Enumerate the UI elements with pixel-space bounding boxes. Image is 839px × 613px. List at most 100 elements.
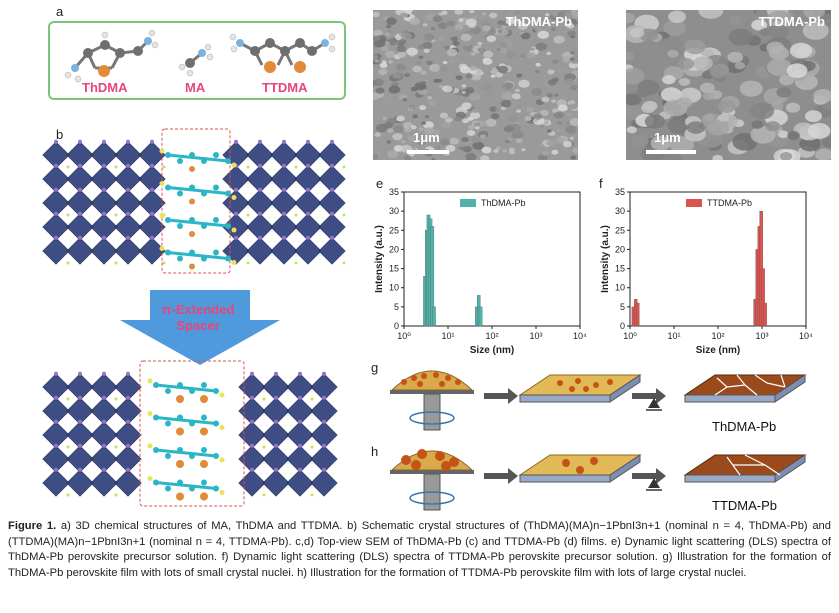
- spacer-carbon: [225, 223, 231, 229]
- sem-grain: [566, 113, 573, 117]
- spacer-carbon: [201, 223, 207, 229]
- iodide-atom: [54, 187, 58, 192]
- sem-grain: [692, 56, 713, 71]
- nucleus: [411, 460, 421, 470]
- sem-grain: [802, 21, 829, 40]
- spacer-carbon: [153, 382, 159, 388]
- spacer-chain: [155, 481, 217, 490]
- sem-grain: [541, 96, 550, 103]
- spacer-carbon: [201, 255, 207, 262]
- ma-cation: [162, 165, 166, 169]
- sem-grain: [644, 114, 666, 129]
- octahedron: [310, 469, 338, 497]
- sem-grain: [734, 61, 746, 70]
- dls-bar: [635, 302, 640, 327]
- sem-grain: [373, 93, 380, 101]
- spacer-end: [219, 457, 225, 463]
- iodide-atom: [306, 139, 310, 144]
- ma-cation: [294, 165, 298, 169]
- y-tick-label: 35: [615, 187, 625, 197]
- nucleus: [449, 457, 459, 467]
- iodide-atom: [258, 163, 262, 168]
- iodide-atom: [282, 139, 286, 144]
- scale-bar-c: [407, 150, 449, 154]
- sem-grain: [729, 15, 743, 25]
- sem-grain: [717, 100, 736, 114]
- sem-grain: [500, 99, 512, 108]
- spacer-carbon: [225, 158, 231, 164]
- iodide-atom: [274, 395, 278, 400]
- sem-grain: [398, 38, 407, 45]
- nucleus: [401, 379, 407, 385]
- molecule-name-ma: MA: [185, 80, 206, 95]
- sem-grain: [387, 60, 394, 64]
- scale-bar-d: [646, 150, 696, 154]
- sem-grain: [524, 116, 532, 122]
- spacer-chain: [167, 251, 229, 260]
- sem-grain: [570, 85, 578, 91]
- spacer-carbon: [189, 217, 195, 223]
- sem-grain: [441, 120, 452, 129]
- spacer-carbon: [213, 485, 219, 492]
- spacer-carbon: [177, 382, 183, 388]
- sem-grain: [569, 103, 578, 110]
- sem-grain: [776, 87, 792, 98]
- ma-cation: [66, 445, 70, 449]
- sem-grain: [565, 125, 577, 134]
- nucleus: [435, 451, 445, 461]
- sem-grain: [439, 138, 450, 146]
- sem-grain: [423, 48, 430, 53]
- rotation-arrow: [409, 491, 455, 505]
- spacer-sulfur: [176, 395, 184, 403]
- iodide-atom: [234, 187, 238, 192]
- panel-label-b: b: [56, 127, 64, 142]
- y-tick-label: 35: [389, 187, 399, 197]
- spacer-carbon: [189, 388, 195, 394]
- molecule-structures-svg: [64, 29, 336, 83]
- iodide-atom: [282, 163, 286, 168]
- octahedron: [90, 237, 118, 265]
- nucleus: [411, 375, 417, 381]
- spacer-sulfur: [200, 427, 208, 436]
- sem-grain: [759, 28, 771, 37]
- spacer-carbon: [189, 420, 195, 427]
- iodide-atom: [330, 235, 334, 240]
- sem-grain: [558, 14, 568, 21]
- sem-grain: [385, 32, 390, 36]
- sem-grain: [712, 154, 723, 160]
- spacer-carbon: [177, 190, 183, 197]
- sem-grain: [454, 116, 462, 122]
- spacer-label-line1: π-Extended: [161, 302, 235, 317]
- ttdma-molecule: [229, 33, 336, 73]
- octahedron: [222, 237, 250, 265]
- ma-cation: [114, 397, 118, 401]
- sem-grain: [474, 125, 480, 130]
- sem-grain: [767, 24, 789, 40]
- sem-grain: [418, 55, 424, 60]
- ma-cation: [310, 397, 314, 401]
- iodide-atom: [78, 371, 82, 376]
- iodide-atom: [234, 235, 238, 240]
- sem-grain: [393, 125, 405, 133]
- nucleus: [433, 372, 439, 378]
- nucleus: [417, 381, 423, 387]
- substrate-edge: [774, 374, 806, 403]
- nucleus: [455, 379, 461, 385]
- sem-grain: [529, 47, 535, 51]
- spacer-chain: [167, 153, 229, 163]
- iodide-atom: [234, 211, 238, 216]
- sem-grain: [404, 155, 412, 160]
- spacer-end: [147, 443, 153, 449]
- iodide-atom: [102, 467, 106, 472]
- octahedron: [138, 237, 166, 265]
- sem-grain: [727, 51, 744, 63]
- sem-grain: [454, 10, 464, 15]
- spacer-end: [231, 162, 237, 168]
- sem-grain: [481, 146, 492, 154]
- sem-grain: [484, 93, 490, 97]
- iodide-atom: [274, 443, 278, 448]
- sem-grain: [553, 93, 559, 97]
- sem-grain: [450, 36, 458, 42]
- octahedron: [66, 237, 94, 265]
